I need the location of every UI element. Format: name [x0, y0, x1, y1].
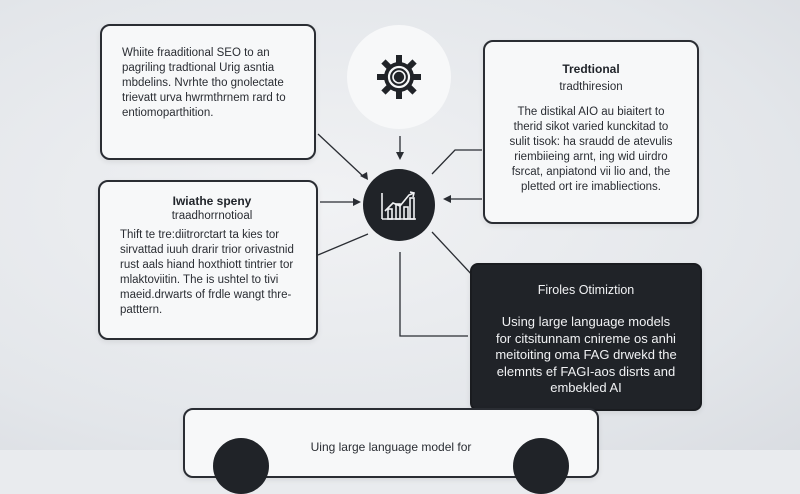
card-text-line: mlaktoviitin. The is ushtel to tivi	[120, 274, 279, 286]
arrowhead-topright-mid	[443, 195, 451, 203]
gear-icon	[377, 55, 421, 99]
connector-topright-to-chart	[431, 149, 482, 175]
bottom-dot-right	[513, 438, 569, 494]
card-text-line: pletted ort ire imabliections.	[521, 181, 661, 193]
card-title: Iwiathe speny	[172, 194, 252, 208]
gear-hub	[347, 25, 451, 129]
connector-lines	[317, 133, 482, 337]
card-text-line: sirvattad iuuh drarir trior orivastnid	[120, 244, 294, 256]
connector-midleft-lower-to-chart	[317, 233, 369, 256]
card-text-line: elemnts ef FAGI-aos disrts and	[496, 363, 676, 379]
connector-chart-to-dark	[431, 231, 475, 278]
card-text-line: trievatt urva hwrmthrnem rard to	[122, 92, 286, 104]
connector-topleft-to-chart	[317, 133, 366, 179]
card-text-line: The distikal AIO au biaitert to	[517, 106, 665, 118]
card-top-left: Whiite fraaditional SEO to an pagriling …	[100, 24, 316, 160]
arrowhead-topleft	[360, 172, 368, 180]
card-text-line: for citsitunnam cnireme os anhi	[496, 330, 676, 346]
card-text-line: entiomoparthition.	[122, 107, 214, 119]
card-title: Firoles Otimiztion	[537, 283, 635, 297]
card-title: Tredtional	[562, 62, 620, 76]
card-bottom: Uing large language model for	[183, 408, 599, 494]
card-text-line: maeid.drwarts of frdle wangt thre-	[120, 289, 292, 301]
card-text-line: rust aals hiand hoxthiott tintrier tor	[120, 259, 294, 271]
card-mid-left: Iwiathe speny traadhorrnotioal Thift te …	[98, 180, 318, 340]
connector-chart-to-darkcard-bottom	[399, 252, 468, 337]
chart-icon	[381, 191, 416, 220]
card-subtitle: tradthiresion	[559, 81, 623, 93]
arrowhead-midleft	[353, 198, 361, 206]
card-top-right: Tredtional tradthiresion The distikal AI…	[483, 40, 699, 224]
card-text-line: pagriling tradtional Urig asntia	[122, 62, 275, 74]
card-text-line: therid sikot varied kunckitad to	[513, 121, 669, 133]
card-text-line: mbdelins. Nvrhte tho gnolectate	[122, 77, 284, 89]
card-dark-optimization: Firoles Otimiztion Using large language …	[470, 263, 702, 411]
card-text-line: fsrcat, anpiatond vii lio and, the	[511, 166, 671, 178]
card-text-line: embekled AI	[550, 380, 622, 395]
card-text-line: riembiieing arnt, ing wid uirdro	[514, 151, 668, 163]
card-text-line: sulit tisok: ha sraudd de atevulis	[509, 136, 673, 148]
card-subtitle: traadhorrnotioal	[171, 210, 253, 222]
arrowhead-gear	[396, 152, 404, 160]
card-text-line: Whiite fraaditional SEO to an	[122, 47, 270, 59]
chart-hub	[363, 169, 435, 241]
card-text-line: Using large language models	[501, 314, 671, 329]
card-text-line: meitoiting oma FAG drwekd the	[495, 347, 677, 362]
card-text-line: Thift te tre:diitrorctart ta kies tor	[120, 229, 280, 241]
card-text-line: patttern.	[120, 304, 163, 316]
